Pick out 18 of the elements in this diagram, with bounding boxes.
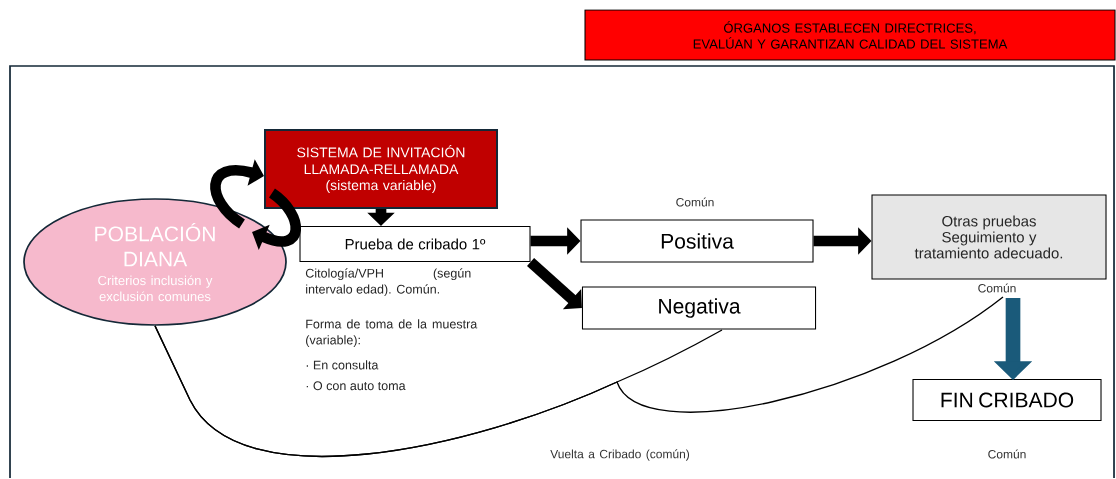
header-box: ÓRGANOS ESTABLECEN DIRECTRICES, EVALÚAN Y GARANTIZAN CALIDAD DEL SISTEMA [584,9,1116,61]
result-box: Positiva [580,219,814,263]
note-text: Citología/VPH (según intervalo edad). Común. [305,268,471,297]
note-text: Común [676,197,714,207]
invitation-box: SISTEMA DE INVITACIÓN LLAMADA-RELLAMADA (sistema variable) [264,129,498,209]
note-text: Vuelta a Cribado (común) [550,449,690,461]
arrow [252,188,301,250]
note-text: Común [978,283,1016,293]
connector-line [154,296,1004,458]
arrow [526,258,582,310]
end-box: FIN CRIBADO [912,378,1102,422]
note-text: Común [988,449,1026,459]
result-box: Negativa [581,286,817,330]
note-text: Forma de toma de la muestra (variable): [306,319,478,347]
treatment-box: Otras pruebas Seguimiento y tratamiento adecuado. [871,194,1107,280]
bullet-item: · O con auto toma [306,381,406,391]
test-box: Prueba de cribado 1º [299,226,531,262]
bullet-item: · En consulta [306,360,379,370]
